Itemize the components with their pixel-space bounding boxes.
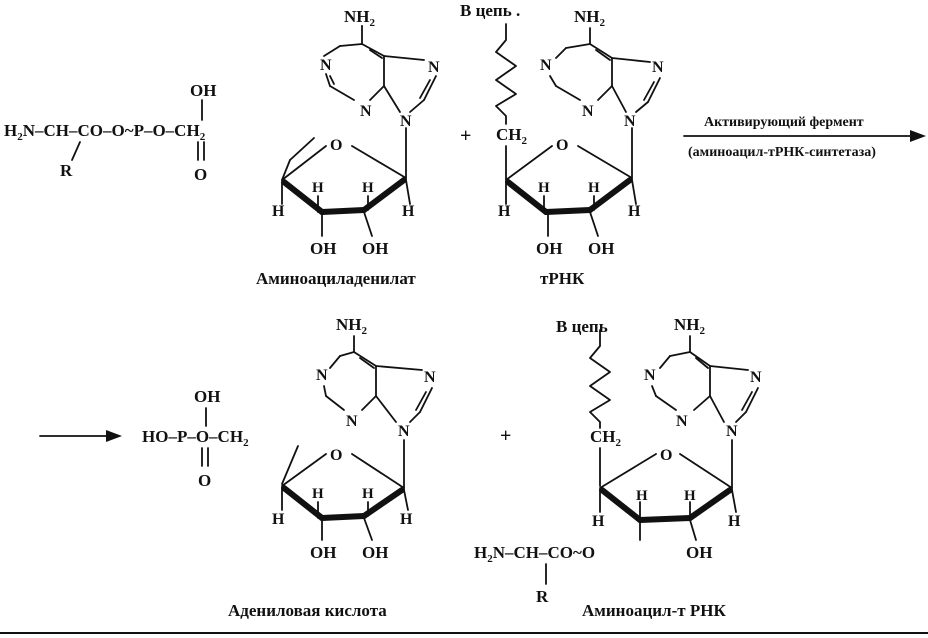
svg-text:HO–P–O–CH2: HO–P–O–CH2: [142, 427, 249, 449]
svg-text:H: H: [498, 203, 511, 220]
svg-text:H: H: [728, 513, 741, 530]
svg-text:H: H: [362, 486, 374, 502]
h2n-group: H2N–CH–CO–O~P–O–CH2: [4, 121, 206, 143]
svg-text:N: N: [346, 413, 358, 430]
svg-text:R: R: [60, 161, 73, 180]
svg-text:OH: OH: [362, 239, 388, 258]
svg-text:H: H: [272, 511, 285, 528]
plus-sign: +: [460, 125, 471, 147]
svg-text:N: N: [360, 103, 372, 120]
svg-text:H: H: [636, 488, 648, 504]
svg-text:H: H: [628, 203, 641, 220]
svg-text:N: N: [750, 369, 762, 386]
svg-text:H: H: [400, 511, 413, 528]
svg-text:O: O: [330, 447, 342, 464]
svg-text:R: R: [536, 587, 549, 606]
svg-text:H: H: [684, 488, 696, 504]
svg-text:H: H: [362, 180, 374, 196]
svg-text:CH2: CH2: [590, 427, 622, 449]
svg-text:N: N: [582, 103, 594, 120]
svg-text:N: N: [424, 369, 436, 386]
svg-text:H: H: [272, 203, 285, 220]
svg-text:OH: OH: [588, 239, 614, 258]
svg-text:NH2: NH2: [574, 7, 606, 29]
trna-label: тРНК: [540, 269, 585, 288]
aminoacyl-adenylate-molecule: H2N–CH–CO–O~P–O–CH2 R OH O NH2 N N N N O: [4, 7, 440, 258]
svg-text:H: H: [538, 180, 550, 196]
svg-text:N: N: [624, 113, 636, 130]
aminoacyl-trna-label: Аминоацил-т РНК: [582, 601, 726, 620]
svg-text:H: H: [312, 180, 324, 196]
svg-text:H: H: [312, 486, 324, 502]
adenylic-acid-molecule: HO–P–O–CH2 OH O NH2 N N N N O H: [142, 315, 436, 562]
svg-text:N: N: [400, 113, 412, 130]
svg-text:OH: OH: [190, 81, 216, 100]
chain-label-bottom: В цепь: [556, 317, 608, 336]
svg-text:O: O: [198, 471, 211, 490]
svg-text:OH: OH: [536, 239, 562, 258]
svg-text:NH2: NH2: [674, 315, 706, 337]
svg-text:O: O: [660, 447, 672, 464]
adenylic-acid-label: Адениловая кислота: [228, 601, 387, 620]
svg-text:NH2: NH2: [336, 315, 368, 337]
svg-text:H: H: [402, 203, 415, 220]
svg-text:H: H: [592, 513, 605, 530]
svg-text:OH: OH: [194, 387, 220, 406]
svg-text:H: H: [588, 180, 600, 196]
svg-text:N: N: [726, 423, 738, 440]
svg-text:CH2: CH2: [496, 125, 528, 147]
aminoacyl-adenylate-label: Аминоациладенилат: [256, 269, 416, 288]
svg-text:O: O: [194, 165, 207, 184]
svg-text:OH: OH: [310, 543, 336, 562]
svg-text:N: N: [676, 413, 688, 430]
svg-text:N: N: [540, 57, 552, 74]
svg-text:N: N: [398, 423, 410, 440]
svg-text:NH2: NH2: [344, 7, 376, 29]
chain-label-top: В цепь .: [460, 1, 520, 20]
enzyme-name-label: (аминоацил-тРНК-синтетаза): [688, 145, 876, 160]
svg-text:O: O: [556, 137, 568, 154]
reaction-arrow-bottom: [39, 430, 122, 442]
svg-text:OH: OH: [686, 543, 712, 562]
enzyme-label: Активирующий фермент: [704, 115, 864, 130]
svg-text:OH: OH: [310, 239, 336, 258]
svg-text:N: N: [316, 367, 328, 384]
svg-text:N: N: [652, 59, 664, 76]
svg-text:N: N: [644, 367, 656, 384]
svg-text:N: N: [320, 57, 332, 74]
aminoacyl-trna-molecule: CH2 NH2 N N N N O H H H H: [474, 315, 762, 606]
svg-text:O: O: [330, 137, 342, 154]
trna-molecule: + CH2 NH2 N N N N O: [460, 7, 664, 258]
reaction-arrow-top: Активирующий фермент (аминоацил-тРНК-син…: [683, 115, 926, 160]
svg-text:H2N–CH–CO~O: H2N–CH–CO~O: [474, 543, 595, 565]
svg-text:OH: OH: [362, 543, 388, 562]
svg-text:N: N: [428, 59, 440, 76]
plus-sign-bottom: +: [500, 425, 511, 447]
